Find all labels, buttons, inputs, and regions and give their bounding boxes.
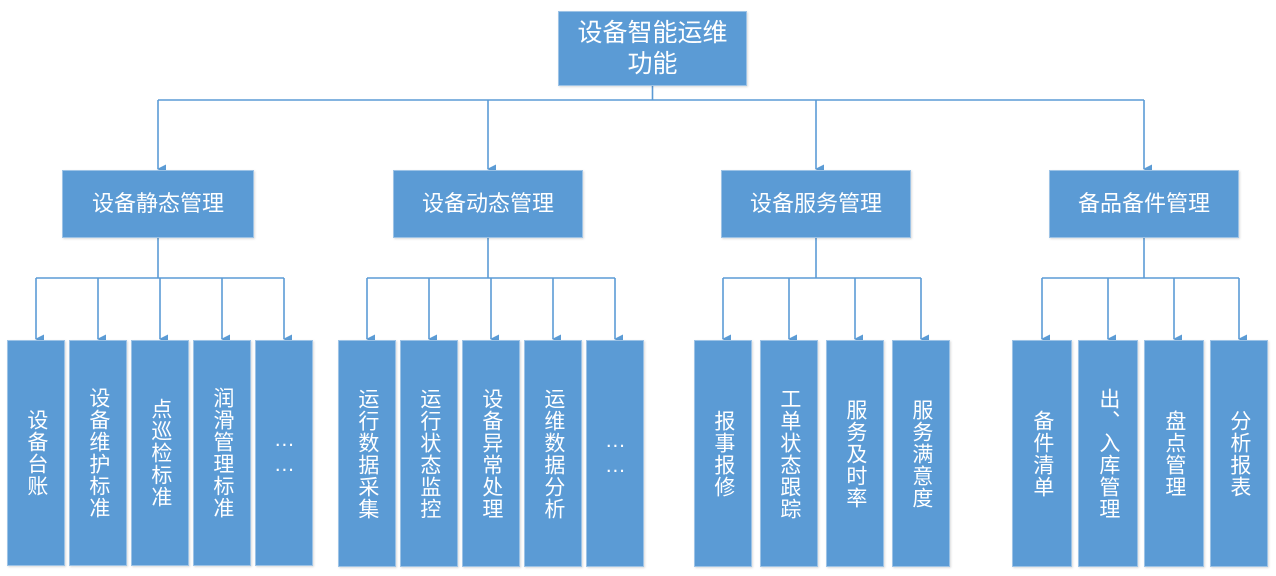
leaf-node-0-2[interactable]: 点巡检标准 (131, 340, 189, 566)
leaf-node-1-3[interactable]: 运维数据分析 (524, 340, 582, 567)
leaf-node-1-1[interactable]: 运行状态监控 (400, 340, 458, 567)
leaf-node-2-0-label: 报事报修 (711, 409, 735, 498)
leaf-node-3-1-label: 出、入库管理 (1096, 387, 1120, 520)
leaf-node-3-1[interactable]: 出、入库管理 (1078, 340, 1138, 567)
leaf-node-1-2-label: 设备异常处理 (479, 387, 503, 520)
branch-node-2[interactable]: 设备服务管理 (721, 170, 911, 238)
leaf-node-1-3-label: 运维数据分析 (541, 387, 565, 520)
leaf-node-2-1[interactable]: 工单状态跟踪 (760, 340, 818, 567)
leaf-node-1-4-label: …… (603, 428, 627, 479)
branch-node-0-label: 设备静态管理 (91, 190, 224, 216)
leaf-node-0-4[interactable]: …… (255, 340, 313, 566)
leaf-node-2-3[interactable]: 服务满意度 (892, 340, 950, 567)
leaf-node-3-2[interactable]: 盘点管理 (1144, 340, 1204, 567)
leaf-node-3-2-label: 盘点管理 (1162, 409, 1186, 498)
leaf-node-3-0[interactable]: 备件清单 (1012, 340, 1072, 567)
branch-node-3[interactable]: 备品备件管理 (1049, 170, 1239, 238)
leaf-node-1-2[interactable]: 设备异常处理 (462, 340, 520, 567)
root-node[interactable]: 设备智能运维功能 (558, 11, 747, 86)
branch-node-1-label: 设备动态管理 (421, 190, 554, 216)
root-node-label: 设备智能运维功能 (577, 19, 728, 78)
branch-node-2-label: 设备服务管理 (749, 190, 882, 216)
leaf-node-0-3-label: 润滑管理标准 (210, 387, 234, 519)
leaf-node-3-3[interactable]: 分析报表 (1210, 340, 1268, 567)
leaf-node-0-1[interactable]: 设备维护标准 (69, 340, 127, 566)
branch-node-1[interactable]: 设备动态管理 (393, 170, 583, 238)
leaf-node-0-4-label: …… (272, 428, 296, 478)
leaf-node-2-2-label: 服务及时率 (843, 398, 867, 509)
leaf-node-2-3-label: 服务满意度 (909, 398, 933, 509)
leaf-node-2-2[interactable]: 服务及时率 (826, 340, 884, 567)
leaf-node-0-1-label: 设备维护标准 (86, 387, 110, 519)
leaf-node-0-3[interactable]: 润滑管理标准 (193, 340, 251, 566)
leaf-node-3-3-label: 分析报表 (1227, 409, 1251, 498)
leaf-node-1-0-label: 运行数据采集 (355, 387, 379, 520)
leaf-node-0-2-label: 点巡检标准 (148, 398, 172, 508)
leaf-node-0-0-label: 设备台账 (24, 409, 48, 497)
leaf-node-1-4[interactable]: …… (586, 340, 644, 567)
leaf-node-1-1-label: 运行状态监控 (417, 387, 441, 520)
leaf-node-3-0-label: 备件清单 (1030, 409, 1054, 498)
leaf-node-2-0[interactable]: 报事报修 (694, 340, 752, 567)
leaf-node-2-1-label: 工单状态跟踪 (777, 387, 801, 520)
leaf-node-0-0[interactable]: 设备台账 (7, 340, 65, 566)
branch-node-3-label: 备品备件管理 (1077, 190, 1210, 216)
branch-node-0[interactable]: 设备静态管理 (62, 170, 254, 238)
leaf-node-1-0[interactable]: 运行数据采集 (338, 340, 396, 567)
